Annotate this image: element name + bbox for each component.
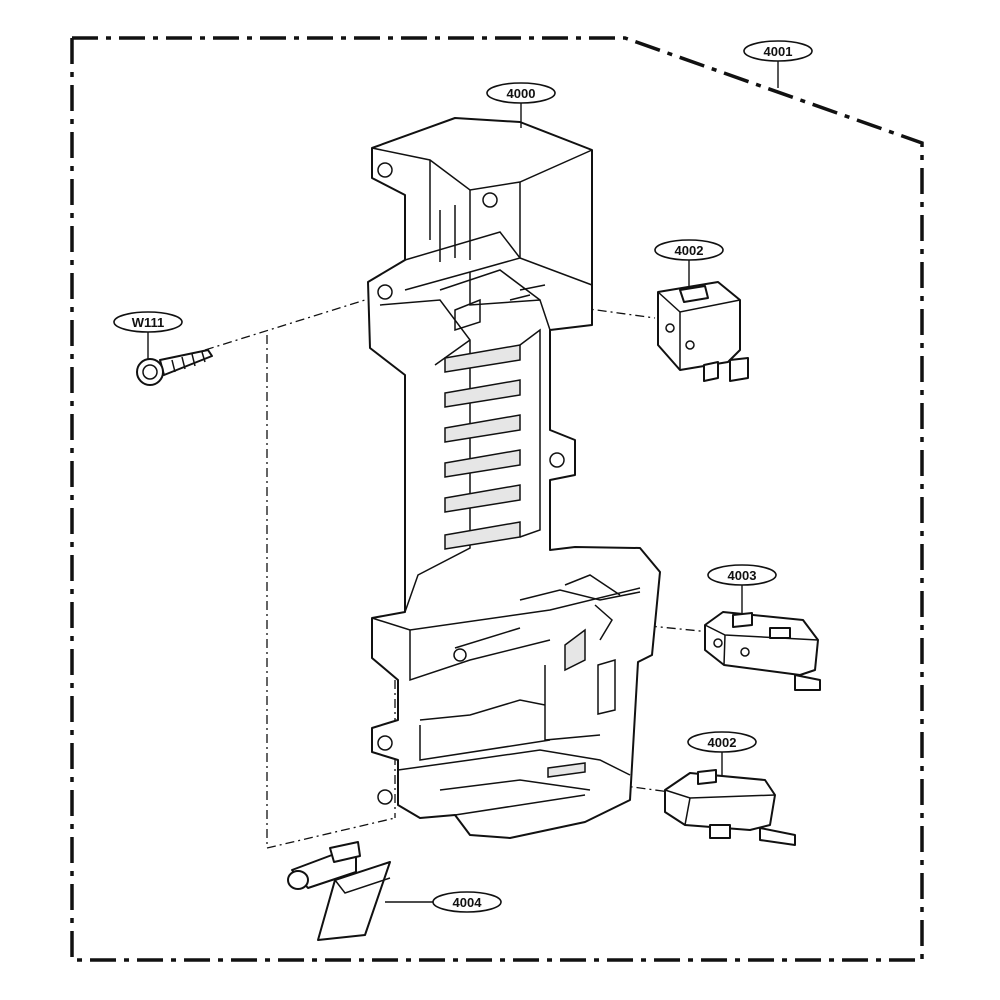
callout-4003: 4003 xyxy=(707,564,777,614)
lever-4004 xyxy=(287,841,391,941)
callout-4004: 4004 xyxy=(385,891,502,913)
callout-label-4004: 4004 xyxy=(453,895,483,910)
callout-label-4000: 4000 xyxy=(507,86,536,101)
latch-board xyxy=(367,117,661,839)
assembly-boundary xyxy=(70,36,924,962)
callout-label-4002-bottom: 4002 xyxy=(708,735,737,750)
screw-w111 xyxy=(136,349,213,386)
callout-4002-bottom: 4002 xyxy=(687,731,757,776)
switch-4003 xyxy=(704,611,821,691)
callout-label-4003: 4003 xyxy=(728,568,757,583)
callout-4002-top: 4002 xyxy=(654,239,724,288)
callout-label-4001: 4001 xyxy=(764,44,793,59)
callout-label-w111: W111 xyxy=(132,315,165,330)
switch-4002-bottom xyxy=(664,769,796,846)
callout-4000: 4000 xyxy=(486,82,556,128)
callout-label-4002-top: 4002 xyxy=(675,243,704,258)
callout-w111: W111 xyxy=(113,311,183,359)
switch-4002-top xyxy=(657,281,749,382)
callout-4001: 4001 xyxy=(743,40,813,88)
